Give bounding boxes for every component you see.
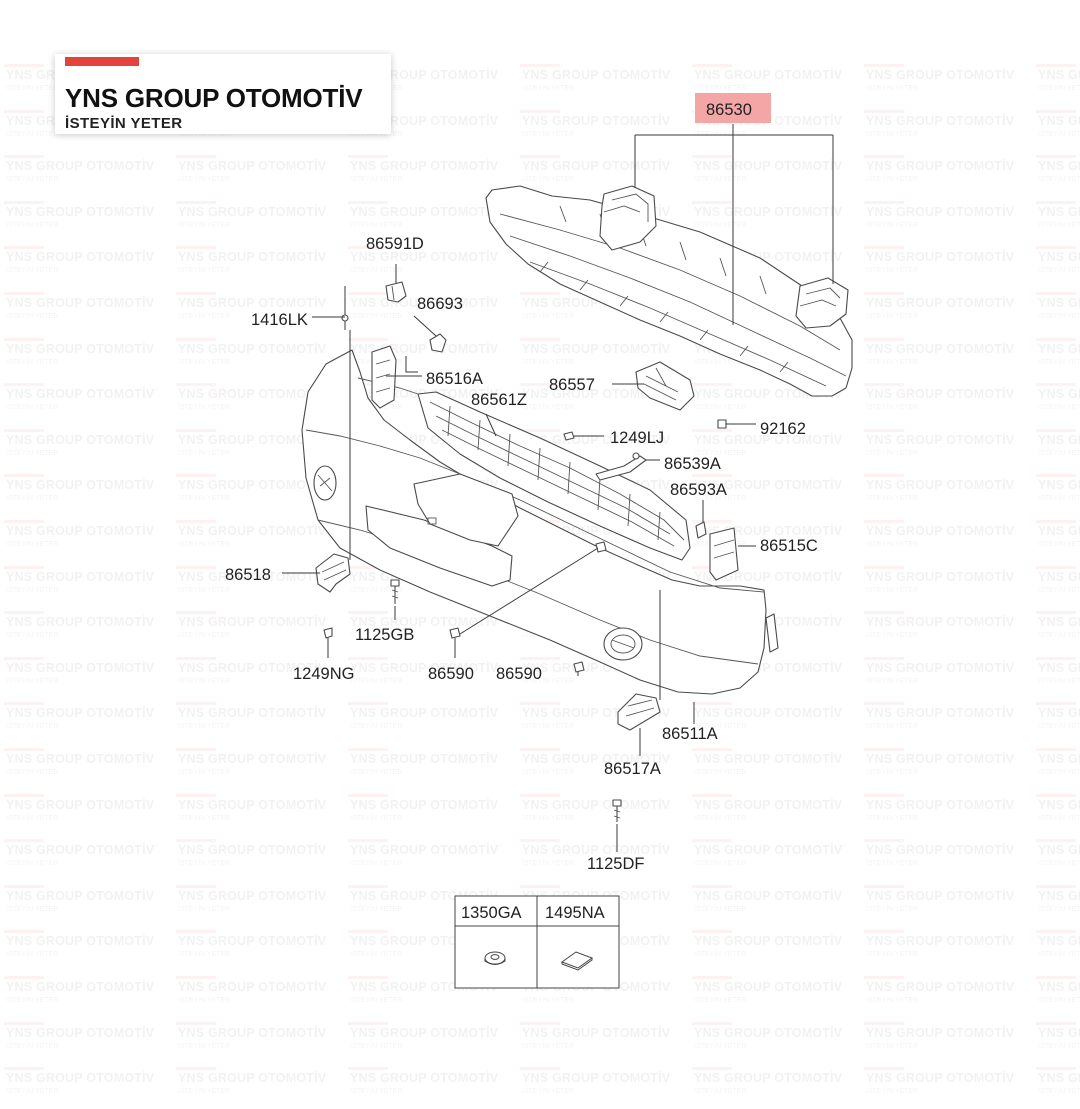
label-86517A: 86517A xyxy=(604,760,661,778)
watermark-tagline: İSTEYİN YETER xyxy=(178,1088,231,1096)
label-86511A: 86511A xyxy=(662,725,718,743)
label-92162: 92162 xyxy=(760,420,806,438)
fastener-86693 xyxy=(429,333,447,353)
label-86591D: 86591D xyxy=(366,235,424,253)
label-1416LK: 1416LK xyxy=(251,311,308,329)
label-86593A: 86593A xyxy=(670,481,727,499)
bumper-cover xyxy=(301,349,779,695)
washer-icon xyxy=(484,951,506,965)
bolt-1125DF xyxy=(612,799,622,822)
label-1249NG: 1249NG xyxy=(293,665,354,683)
screw-1249NG xyxy=(323,627,333,639)
watermark-tagline: İSTEYİN YETER xyxy=(6,1088,59,1096)
watermark-tagline: İSTEYİN YETER xyxy=(694,1088,747,1096)
label-1249LJ: 1249LJ xyxy=(610,429,664,447)
bolt-1125GB xyxy=(390,579,400,604)
label-86530: 86530 xyxy=(706,101,752,119)
watermark-tagline: İSTEYİN YETER xyxy=(522,1088,575,1096)
label-86518: 86518 xyxy=(225,566,271,584)
label-1125DF: 1125DF xyxy=(587,855,644,873)
brand-logo-card: YNS GROUP OTOMOTİV İSTEYİN YETER xyxy=(55,54,391,134)
bracket-right-86530 xyxy=(795,277,849,329)
brand-name: YNS GROUP OTOMOTİV xyxy=(65,83,363,113)
bumper-reinforcement-beam xyxy=(485,185,853,397)
clip-86593A xyxy=(695,521,707,539)
brand-accent-bar xyxy=(65,57,139,66)
bracket-left-86530 xyxy=(599,185,657,251)
label-86557: 86557 xyxy=(549,376,595,394)
label-86539A: 86539A xyxy=(664,455,721,473)
bumper-exploded-view: 86530 86591D 86693 1416LK 86516A 86557 8… xyxy=(225,93,853,989)
label-86561Z: 86561Z xyxy=(471,391,527,409)
label-86590-b: 86590 xyxy=(496,665,542,683)
bracket-86517A xyxy=(617,693,661,731)
watermark-tagline: İSTEYİN YETER xyxy=(1038,1088,1080,1096)
fog-lamp-right xyxy=(603,627,643,661)
bracket-86515C xyxy=(709,527,739,581)
label-86515C: 86515C xyxy=(760,537,818,555)
leader-lines xyxy=(282,264,756,852)
brand-tagline: İSTEYİN YETER xyxy=(65,115,183,132)
highlight-box-86530 xyxy=(695,93,771,123)
center-grille xyxy=(417,391,691,561)
legend-col1-header: 1350GA xyxy=(461,904,522,922)
bracket-86518 xyxy=(315,553,351,593)
label-86590-a: 86590 xyxy=(428,665,474,683)
fastener-86590-b xyxy=(573,661,585,673)
bracket-86557 xyxy=(635,361,695,411)
screw-1249LJ xyxy=(563,431,582,441)
label-86516A: 86516A xyxy=(426,370,483,388)
label-1125GB: 1125GB xyxy=(355,626,414,644)
watermark-tagline: İSTEYİN YETER xyxy=(866,1088,919,1096)
label-86693: 86693 xyxy=(417,295,463,313)
clip-86591D xyxy=(385,281,407,303)
fastener-86590-a xyxy=(449,541,607,639)
watermark-tagline: İSTEYİN YETER xyxy=(350,1088,403,1096)
fog-lamp-left xyxy=(313,465,337,501)
legend-col2-header: 1495NA xyxy=(545,904,605,922)
bracket-86516A xyxy=(371,345,397,409)
pad-icon xyxy=(560,951,594,971)
legend-table: 1350GA 1495NA xyxy=(454,895,620,989)
leader-86530 xyxy=(634,124,834,325)
